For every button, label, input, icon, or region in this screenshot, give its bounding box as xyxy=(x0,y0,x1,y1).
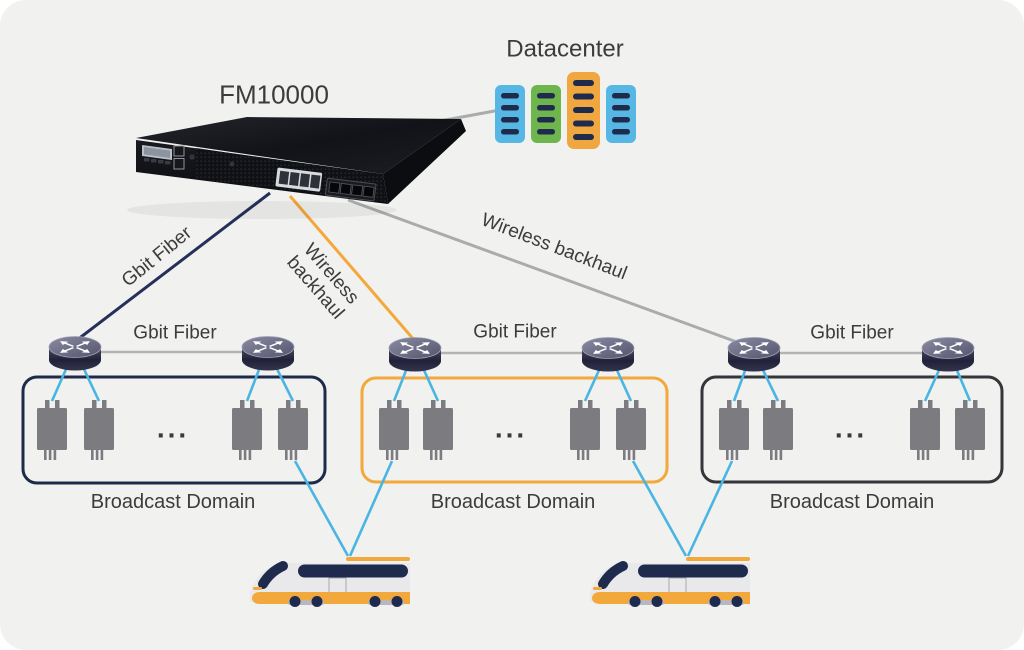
router-icon xyxy=(582,338,634,372)
server-racks-icon xyxy=(495,72,636,149)
rj45-port-block xyxy=(275,167,323,192)
broadcast-domain-box-2 xyxy=(360,376,669,484)
broadcast-domain-label-2: Broadcast Domain xyxy=(430,490,596,513)
broadcast-domain-label-3: Broadcast Domain xyxy=(769,490,935,513)
router-icon xyxy=(922,338,974,372)
onboard-device-chip-icon xyxy=(423,400,453,460)
wireless-backhaul-line-orange xyxy=(288,195,417,342)
onboard-device-chip-icon xyxy=(379,400,409,460)
ellipsis-domain-1: ... xyxy=(156,412,190,444)
datacenter-title: Datacenter xyxy=(506,35,624,63)
router-icon xyxy=(49,337,101,371)
broadcast-domain-box-1 xyxy=(21,375,327,485)
sfp-cage xyxy=(324,177,377,202)
onboard-device-chip-icon xyxy=(232,400,262,460)
onboard-device-chip-icon xyxy=(763,400,793,460)
onboard-device-chip-icon xyxy=(278,400,308,460)
ellipsis-domain-2: ... xyxy=(494,412,528,444)
rj45-port xyxy=(173,145,185,157)
train-icon xyxy=(590,557,750,607)
onboard-device-chip-icon xyxy=(570,400,600,460)
access-links xyxy=(50,366,972,557)
ellipsis-domain-3: ... xyxy=(834,412,868,444)
onboard-device-chip-icon xyxy=(910,400,940,460)
onboard-device-chip-icon xyxy=(616,400,646,460)
router-icon xyxy=(728,338,780,372)
rj45-port xyxy=(173,158,185,170)
gbit-fiber-line xyxy=(76,191,271,342)
fm10000-appliance-image xyxy=(127,117,466,219)
router-icon xyxy=(242,337,294,371)
onboard-device-chip-icon xyxy=(955,400,985,460)
onboard-device-chip-icon xyxy=(84,400,114,460)
device-title: FM10000 xyxy=(219,79,329,110)
broadcast-domain-label-1: Broadcast Domain xyxy=(90,490,256,513)
onboard-device-chip-icon xyxy=(37,400,67,460)
gbit-fiber-label-domain-1: Gbit Fiber xyxy=(133,322,217,344)
router-icon xyxy=(389,338,441,372)
panel-buttons xyxy=(144,158,171,165)
onboard-device-chip-icon xyxy=(719,400,749,460)
broadcast-domain-box-3 xyxy=(700,375,1004,484)
gbit-fiber-label-domain-2: Gbit Fiber xyxy=(473,321,557,343)
gbit-fiber-label-domain-3: Gbit Fiber xyxy=(810,322,894,344)
train-icon xyxy=(250,557,410,607)
wireless-backhaul-line-gray xyxy=(347,198,757,351)
